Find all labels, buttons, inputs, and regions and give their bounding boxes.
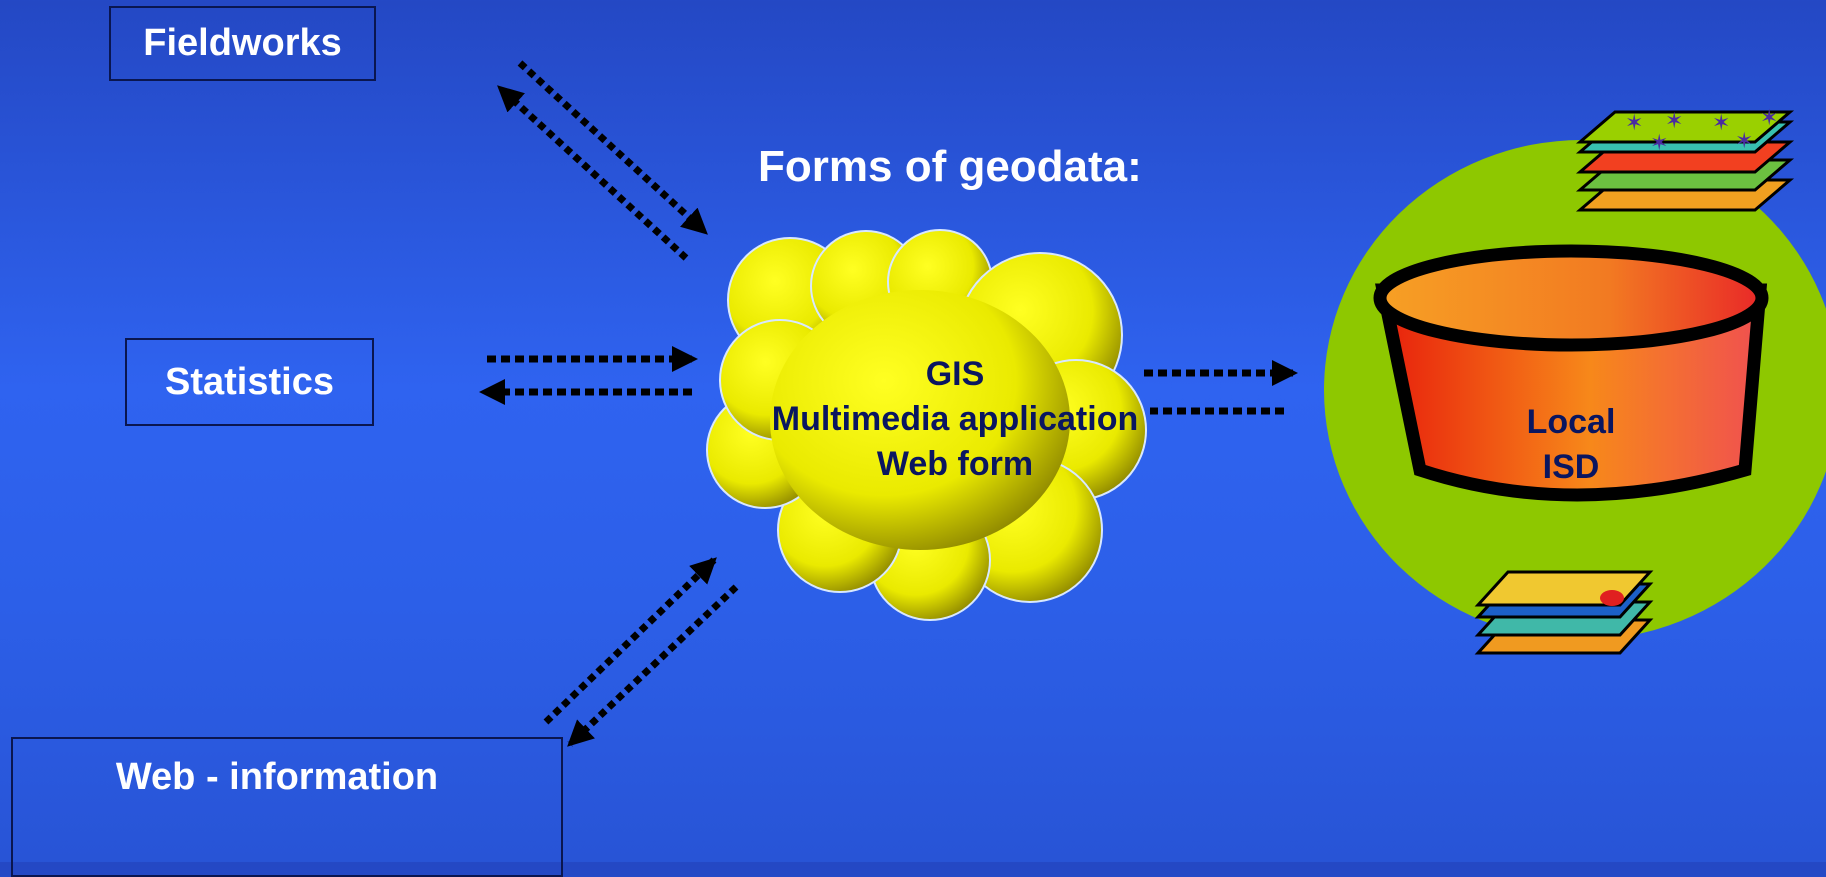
statistics-label: Statistics — [165, 360, 334, 403]
svg-text:✶: ✶ — [1760, 106, 1778, 131]
svg-text:✶: ✶ — [1625, 111, 1643, 136]
web-information-label: Web - information — [115, 756, 439, 798]
star-markers: ✶✶✶ ✶✶✶ — [1625, 106, 1778, 156]
cloud-labels: GIS Multimedia application Web form — [745, 352, 1165, 487]
cloud-database-arrows — [1144, 360, 1298, 415]
geodata-cloud — [706, 229, 1147, 621]
statistics-cloud-arrows — [479, 346, 698, 405]
web-cloud-arrows — [543, 557, 739, 747]
fieldworks-cloud-arrows — [497, 60, 708, 261]
cloud-line-webform: Web form — [876, 445, 1034, 483]
map-layers-top-icon — [1575, 110, 1795, 212]
database-labels: Local ISD — [1486, 400, 1656, 490]
map-layers-bottom-icon — [1474, 570, 1654, 655]
svg-text:✶: ✶ — [1650, 131, 1668, 156]
statistics-box: Statistics — [125, 338, 374, 426]
fieldworks-box: Fieldworks — [109, 6, 376, 81]
database-cylinder — [1373, 244, 1769, 502]
cloud-line-gis: GIS — [925, 355, 985, 393]
database-line-isd: ISD — [1542, 448, 1600, 486]
top-right-heading-fragment: observations — [1418, 0, 1692, 10]
svg-text:✶: ✶ — [1665, 109, 1683, 134]
map-hotspot — [1600, 590, 1624, 606]
cloud-line-multimedia: Multimedia application — [771, 400, 1139, 438]
fieldworks-label: Fieldworks — [143, 22, 342, 64]
forms-of-geodata-heading: Forms of geodata: — [758, 142, 1142, 191]
database-line-local: Local — [1526, 403, 1616, 441]
svg-text:✶: ✶ — [1712, 111, 1730, 136]
svg-text:✶: ✶ — [1735, 129, 1753, 154]
